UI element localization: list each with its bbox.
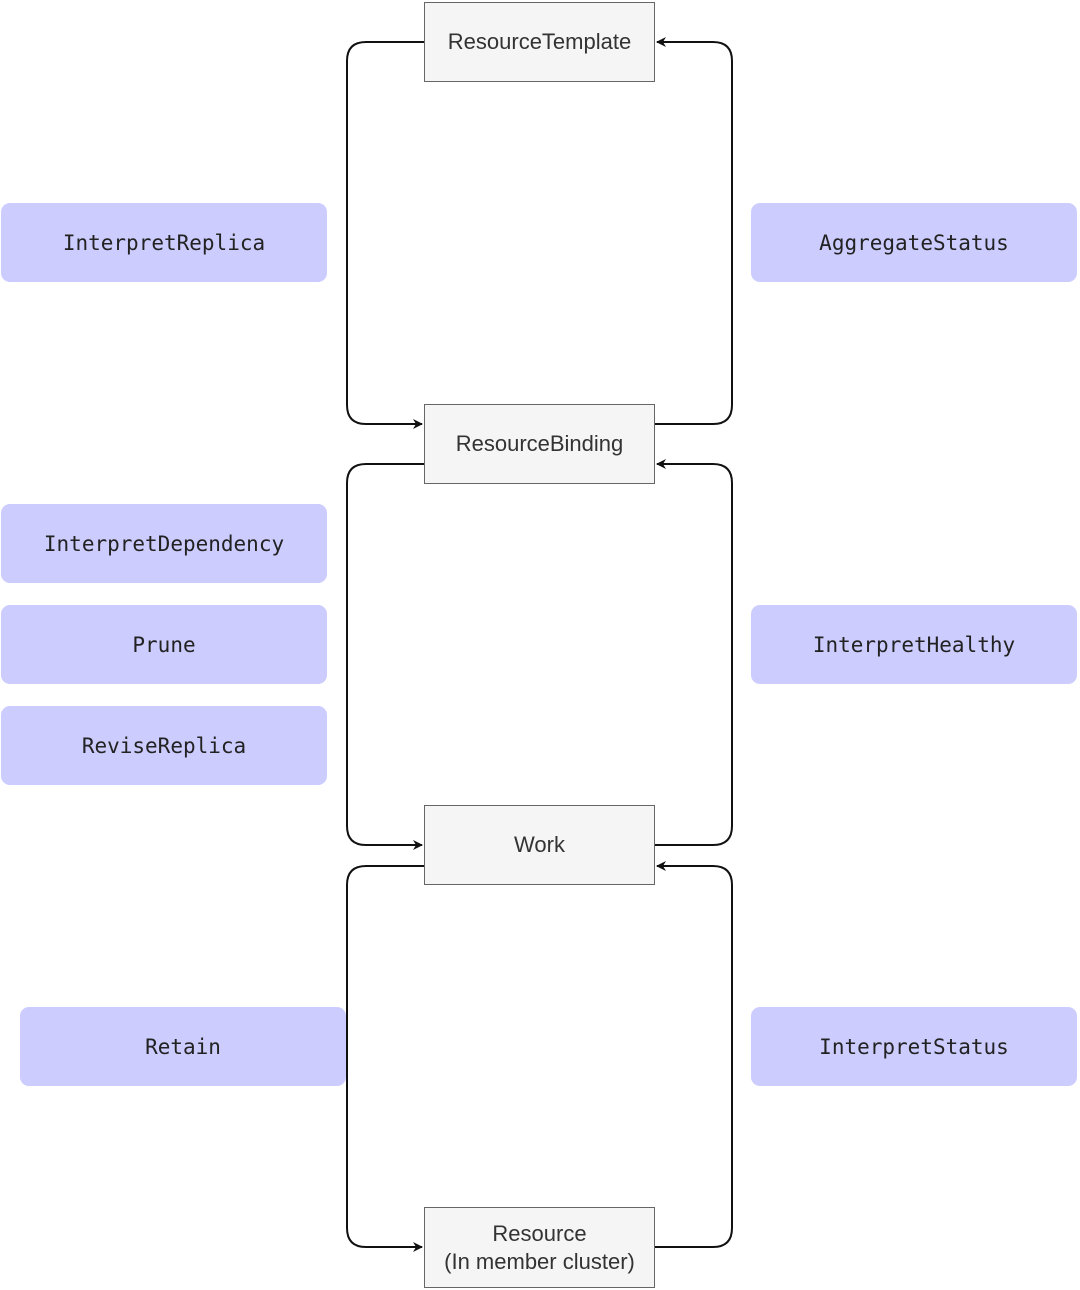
operation-retain-label: Retain xyxy=(145,1034,221,1059)
arrow-binding-to-work xyxy=(346,463,424,850)
operation-aggregate-status-label: AggregateStatus xyxy=(819,230,1009,255)
node-work-label: Work xyxy=(514,832,565,857)
node-resource-label: Resource xyxy=(492,1220,587,1246)
arrow-binding-to-template xyxy=(655,37,733,425)
node-resource: Resource (In member cluster) xyxy=(424,1207,655,1288)
operation-interpret-dependency: InterpretDependency xyxy=(1,504,327,583)
operation-prune: Prune xyxy=(1,605,327,684)
arrow-work-to-resource xyxy=(346,865,424,1252)
operation-interpret-replica-label: InterpretReplica xyxy=(62,230,266,255)
operation-revise-replica-label: ReviseReplica xyxy=(81,733,247,758)
operation-interpret-healthy-label: InterpretHealthy xyxy=(812,632,1016,657)
node-resource-template: ResourceTemplate xyxy=(424,2,655,82)
operation-interpret-status: InterpretStatus xyxy=(751,1007,1077,1086)
node-resource-sublabel: (In member cluster) xyxy=(444,1248,635,1274)
operation-retain: Retain xyxy=(20,1007,346,1086)
operation-revise-replica: ReviseReplica xyxy=(1,706,327,785)
operation-interpret-healthy: InterpretHealthy xyxy=(751,605,1077,684)
node-resource-binding: ResourceBinding xyxy=(424,404,655,484)
operation-interpret-replica: InterpretReplica xyxy=(1,203,327,282)
operation-interpret-dependency-label: InterpretDependency xyxy=(43,531,285,556)
node-work: Work xyxy=(424,805,655,885)
arrow-template-to-binding xyxy=(346,41,424,429)
operation-interpret-status-label: InterpretStatus xyxy=(819,1034,1009,1059)
arrow-resource-to-work xyxy=(655,861,733,1248)
node-resource-binding-label: ResourceBinding xyxy=(455,431,624,456)
node-resource-template-label: ResourceTemplate xyxy=(447,29,632,54)
arrow-work-to-binding xyxy=(655,459,733,846)
operation-aggregate-status: AggregateStatus xyxy=(751,203,1077,282)
operation-prune-label: Prune xyxy=(132,632,196,657)
